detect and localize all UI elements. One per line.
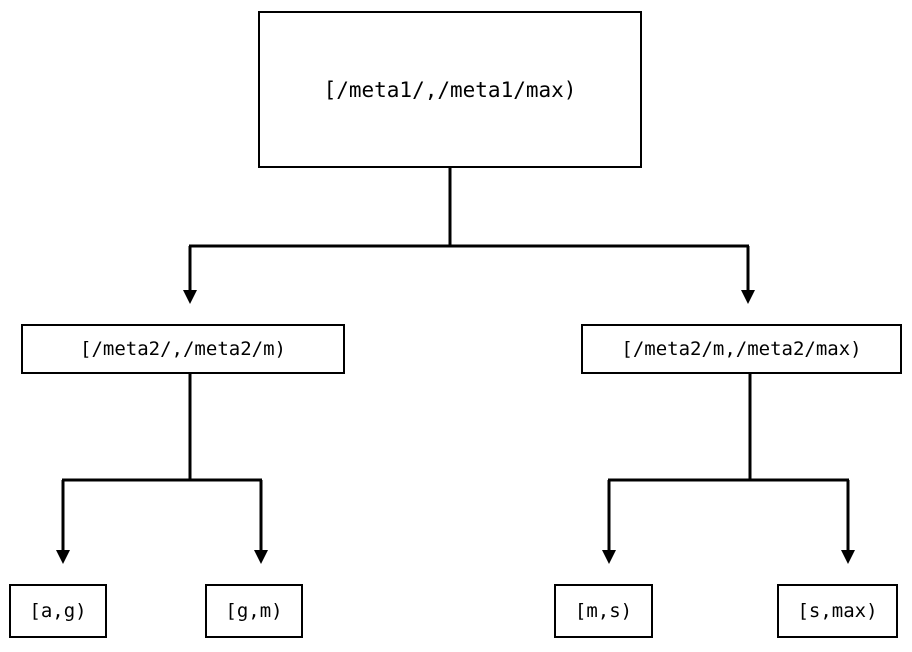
arrowhead-mid-left-to-leaf-1 [56,550,70,564]
node-leaf-4[interactable]: [s,max) [777,584,898,638]
node-leaf-1[interactable]: [a,g) [9,584,107,638]
edge-root-to-mid-group [183,168,755,304]
arrowhead-root-to-mid-right [741,290,755,304]
node-mid-right[interactable]: [/meta2/m,/meta2/max) [581,324,902,374]
edge-mid-right-to-leaves-group [602,374,855,564]
node-leaf-3[interactable]: [m,s) [554,584,653,638]
arrowhead-mid-left-to-leaf-2 [254,550,268,564]
node-mid-left[interactable]: [/meta2/,/meta2/m) [21,324,345,374]
edge-mid-left-to-leaves-group [56,374,268,564]
arrowhead-mid-right-to-leaf-3 [602,550,616,564]
node-leaf-2[interactable]: [g,m) [205,584,303,638]
arrowhead-mid-right-to-leaf-4 [841,550,855,564]
arrowhead-root-to-mid-left [183,290,197,304]
node-root[interactable]: [/meta1/,/meta1/max) [258,11,642,168]
